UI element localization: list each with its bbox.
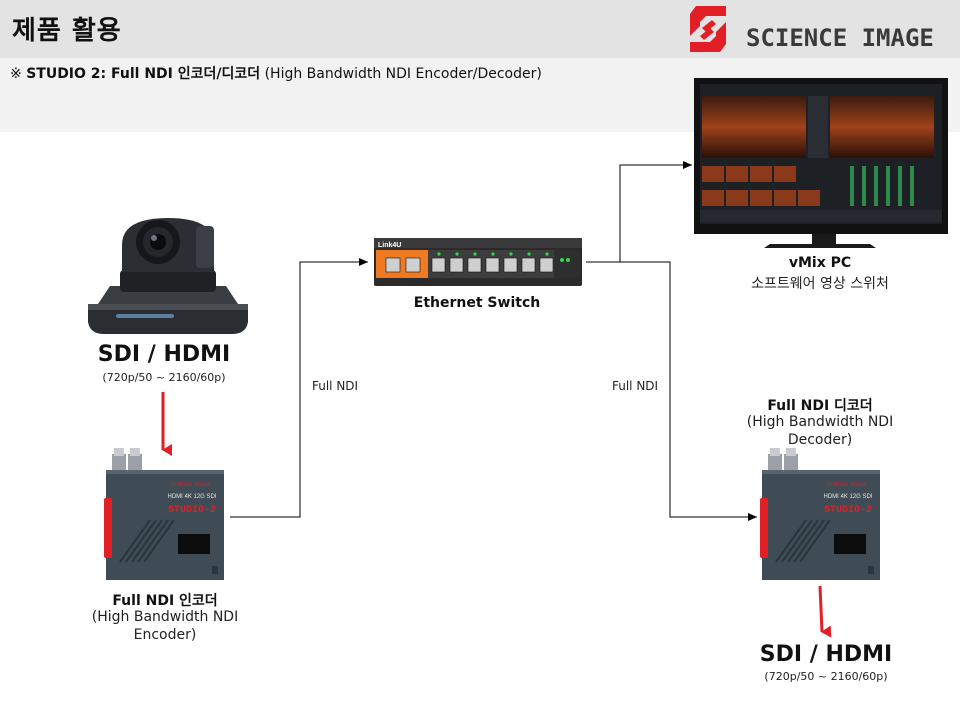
subtitle-bold: STUDIO 2: Full NDI 인코더/디코더 (26, 66, 261, 82)
subtitle-prefix: ※ (10, 66, 27, 82)
connector-encoder-to-switch (230, 258, 368, 518)
encoder-desc-line2: Encoder) (133, 627, 197, 643)
red-arrow-decoder-to-output (818, 585, 832, 638)
encoder-title: Full NDI 인코더 (112, 593, 218, 609)
pc-title: vMix PC (788, 255, 852, 271)
output-spec: (720p/50 ~ 2160/60p) (764, 670, 888, 683)
decoder-device-model: HDMI 4K 12G SDI (823, 494, 872, 500)
brand-name: SCIENCE IMAGE (746, 24, 934, 52)
header-band (0, 0, 960, 58)
camera-spec: (720p/50 ~ 2160/60p) (102, 371, 226, 384)
switch-brand-label: Link4U (378, 242, 401, 249)
decoder-device-icon (760, 448, 880, 580)
ptz-camera-icon (88, 218, 248, 334)
subtitle-normal: (High Bandwidth NDI Encoder/Decoder) (260, 66, 542, 82)
brand-logo-icon (690, 6, 726, 52)
decoder-desc-line2: Decoder) (787, 432, 853, 448)
decoder-device-name: STUDIO-2 (824, 505, 872, 516)
decoder-desc-line1: (High Bandwidth NDI (746, 414, 894, 430)
encoder-device-name: STUDIO-2 (168, 505, 216, 516)
page-title: 제품 활용 (12, 16, 122, 46)
connector-switch-to-decoder (586, 261, 757, 521)
subtitle: ※ STUDIO 2: Full NDI 인코더/디코더 (High Bandw… (10, 63, 542, 83)
encoder-desc-line1: (High Bandwidth NDI (91, 609, 239, 625)
encoder-device-brand: Science image (170, 482, 210, 488)
encoder-device-icon (104, 448, 224, 580)
output-title: SDI / HDMI (759, 642, 893, 667)
edge-label-left: Full NDI (312, 379, 359, 393)
switch-title: Ethernet Switch (413, 295, 541, 311)
decoder-title: Full NDI 디코더 (767, 398, 873, 414)
decoder-device-brand: Science image (826, 482, 866, 488)
connector-switch-to-pc (586, 161, 692, 263)
camera-title: SDI / HDMI (97, 342, 231, 367)
pc-subtitle: 소프트웨어 영상 스위처 (751, 276, 889, 292)
edge-label-right: Full NDI (612, 379, 659, 393)
encoder-device-model: HDMI 4K 12G SDI (167, 494, 216, 500)
vmix-monitor-icon (694, 78, 948, 248)
ethernet-switch-icon (374, 238, 582, 286)
